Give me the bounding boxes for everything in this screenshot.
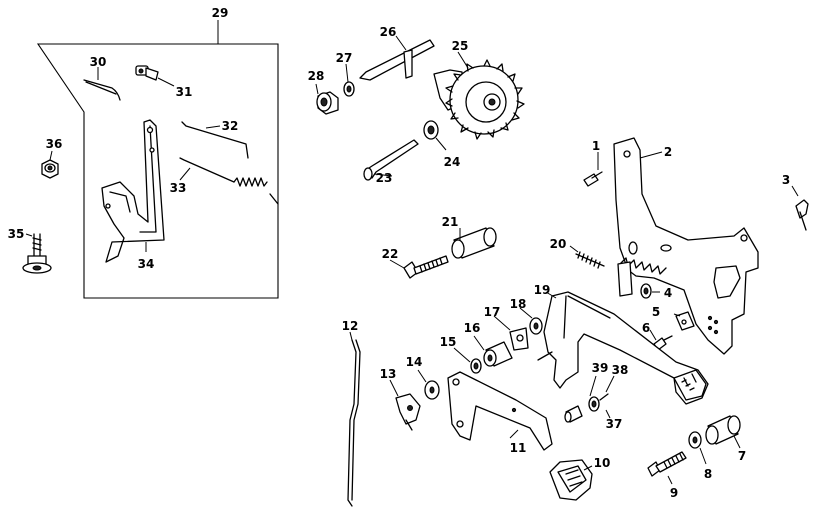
callout-23: 23	[376, 171, 393, 185]
callout-3: 3	[782, 173, 790, 187]
part-21-sleeve	[451, 227, 497, 259]
callout-35: 35	[8, 227, 25, 241]
callout-1: 1	[592, 139, 600, 153]
callout-31: 31	[176, 85, 193, 99]
callout-8: 8	[704, 467, 712, 481]
part-16-bushing	[473, 335, 513, 367]
part-23-pin	[363, 139, 419, 181]
callout-12: 12	[342, 319, 359, 333]
part-7-sleeve	[705, 415, 741, 449]
callout-7: 7	[738, 449, 746, 463]
callout-37: 37	[606, 417, 623, 431]
part-31-clip	[135, 65, 175, 87]
part-14-washer	[417, 369, 440, 400]
part-28-bushing	[315, 83, 339, 115]
part-36-nut	[41, 150, 59, 179]
callout-2: 2	[664, 145, 672, 159]
callout-19: 19	[534, 283, 551, 297]
callout-5: 5	[652, 305, 660, 319]
part-22-bolt	[389, 255, 449, 279]
callout-22: 22	[382, 247, 399, 261]
part-30-wire-clip	[83, 67, 121, 101]
part-4-washer	[640, 283, 660, 299]
callout-38: 38	[612, 363, 629, 377]
callout-30: 30	[90, 55, 107, 69]
part-2-bracket-plate	[613, 137, 759, 355]
part-19-pedal-arm	[537, 291, 709, 405]
callout-34: 34	[138, 257, 155, 271]
part-18-washer	[519, 307, 543, 335]
part-37-leader	[605, 409, 611, 419]
part-1-screw	[583, 152, 603, 187]
callout-13: 13	[380, 367, 397, 381]
callout-25: 25	[452, 39, 469, 53]
part-5-bracket	[673, 311, 695, 331]
part-24-washer	[423, 120, 447, 151]
callout-36: 36	[46, 137, 63, 151]
part-8-washer	[688, 431, 707, 465]
part-26-shaft	[359, 35, 435, 81]
callout-14: 14	[406, 355, 423, 369]
callout-27: 27	[336, 51, 353, 65]
part-13-clip	[389, 379, 421, 431]
callout-24: 24	[444, 155, 461, 169]
callout-32: 32	[222, 119, 239, 133]
callout-33: 33	[170, 181, 187, 195]
part-39-sleeve	[564, 375, 597, 423]
part-17-clip	[493, 315, 529, 351]
callout-28: 28	[308, 69, 325, 83]
callout-6: 6	[642, 321, 650, 335]
part-10-pedal-pad	[549, 459, 593, 501]
part-38-pin	[588, 375, 615, 412]
callout-labels: 1 2 3 4 5 6 7 8 9 10 11 12 13 14 15 16 1…	[8, 6, 791, 500]
callout-10: 10	[594, 456, 611, 470]
callout-26: 26	[380, 25, 397, 39]
part-33-spring-rod	[179, 157, 279, 205]
callout-29: 29	[212, 6, 229, 20]
callout-4: 4	[664, 286, 672, 300]
part-20-bolt	[569, 245, 667, 297]
part-12-long-rod	[347, 331, 361, 507]
callout-39: 39	[592, 361, 609, 375]
part-32-rod	[181, 121, 249, 159]
callout-20: 20	[550, 237, 567, 251]
part-15-washer	[453, 347, 482, 374]
kit-29-frame	[36, 20, 279, 299]
part-3-pin	[791, 185, 809, 231]
callout-9: 9	[670, 486, 678, 500]
callout-15: 15	[440, 335, 457, 349]
part-25-gear	[433, 51, 525, 140]
part-9-bolt	[647, 451, 687, 485]
part-35-bolt	[22, 233, 52, 274]
callout-11: 11	[510, 441, 527, 455]
callout-21: 21	[442, 215, 459, 229]
part-27-washer	[343, 63, 355, 97]
callout-16: 16	[464, 321, 481, 335]
part-34-lever-bracket	[101, 119, 165, 263]
callout-17: 17	[484, 305, 501, 319]
callout-18: 18	[510, 297, 527, 311]
part-11-arm-plate	[447, 371, 553, 451]
